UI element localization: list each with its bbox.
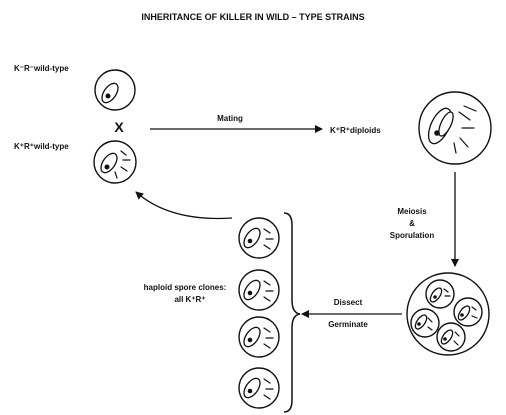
- spore-clones-brace: [283, 212, 301, 413]
- label-ampersand: &: [409, 219, 415, 228]
- label-mating: Mating: [217, 114, 243, 123]
- spore-3: [453, 297, 483, 327]
- spore-1: [425, 279, 455, 309]
- label-parent-kminus: K⁻R⁻wild-type: [14, 64, 69, 73]
- spore-clone-3: [238, 316, 280, 358]
- label-parent-kplus: K⁺R⁺wild-type: [14, 142, 69, 151]
- return-arrow: [135, 191, 233, 220]
- diagram-title: INHERITANCE OF KILLER IN WILD – TYPE STR…: [141, 12, 364, 22]
- label-sporulation: Sporulation: [390, 231, 435, 240]
- label-spore-clones: haploid spore clones:: [144, 283, 227, 292]
- cross-symbol: X: [114, 119, 124, 135]
- spore-clone-4: [238, 367, 280, 409]
- diploid-cell: [418, 91, 492, 165]
- spore-2: [410, 308, 440, 338]
- parent-cell-kminus: [94, 69, 136, 111]
- label-meiosis: Meiosis: [397, 207, 427, 216]
- label-germinate: Germinate: [328, 320, 368, 329]
- spore-4: [436, 322, 466, 352]
- label-diploids: K⁺R⁺diploids: [330, 126, 381, 135]
- ascus-cell: [406, 272, 490, 356]
- parent-cell-kplus: [93, 140, 137, 184]
- spore-clone-1: [238, 217, 280, 259]
- label-dissect: Dissect: [334, 298, 363, 307]
- spore-clone-2: [238, 269, 280, 311]
- label-all-kplus: all K⁺R⁺: [174, 295, 205, 304]
